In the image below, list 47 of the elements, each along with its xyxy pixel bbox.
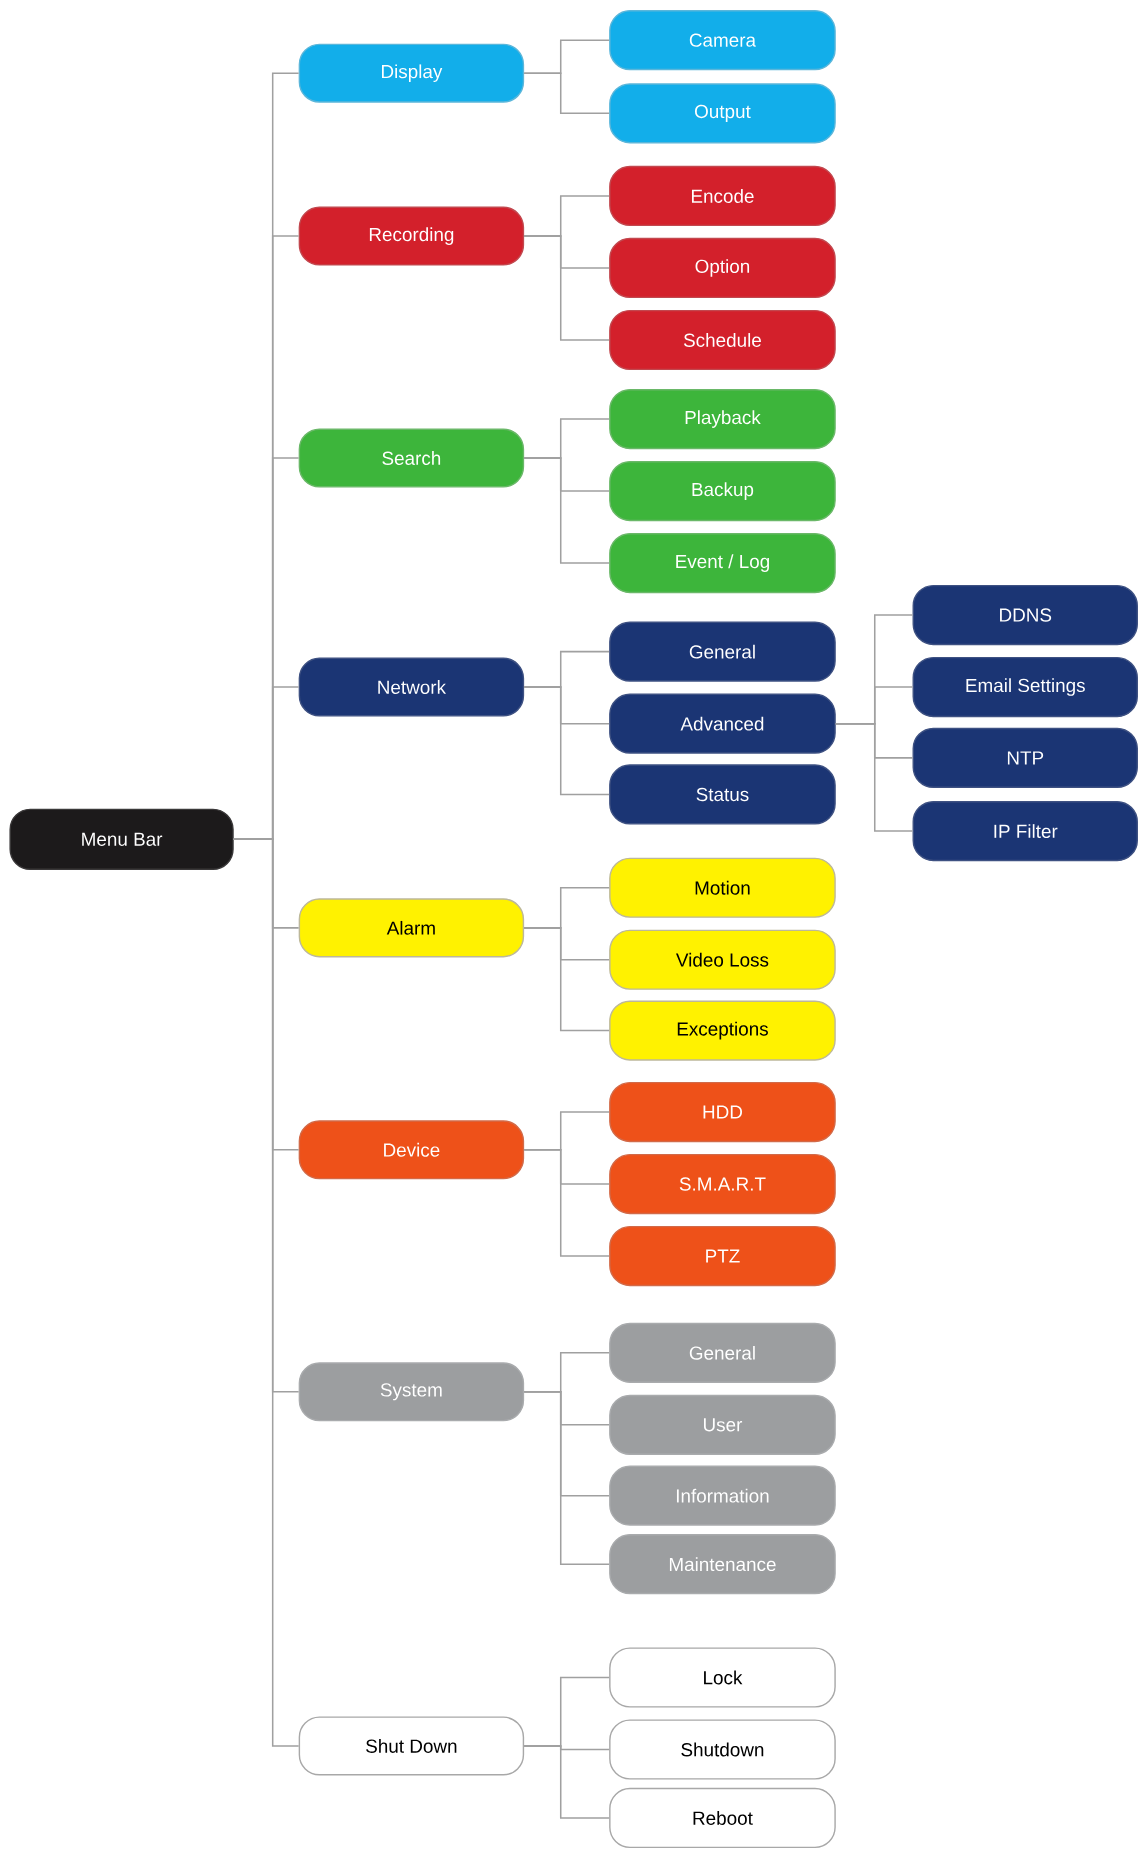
menu-item-box: Reboot bbox=[608, 1787, 836, 1849]
menu-item-box: HDD bbox=[608, 1081, 836, 1143]
menu-item-box: Playback bbox=[608, 388, 836, 450]
menu-item-box: Exceptions bbox=[608, 1000, 836, 1061]
menu-item-box: Shut Down bbox=[298, 1716, 524, 1776]
menu-item-box: Information bbox=[608, 1465, 836, 1526]
menu-item-box: PTZ bbox=[608, 1225, 836, 1287]
connector-line bbox=[232, 838, 300, 1747]
menu-item-box: Device bbox=[298, 1120, 524, 1180]
connector-line bbox=[523, 686, 610, 796]
connector-line bbox=[523, 1149, 610, 1257]
menu-item-box: Display bbox=[298, 43, 524, 103]
connector-line bbox=[834, 722, 914, 832]
connector-line bbox=[523, 1391, 610, 1565]
menu-item-box: Event / Log bbox=[608, 533, 836, 594]
menu-item-box: Shutdown bbox=[608, 1719, 836, 1780]
connector-line bbox=[523, 235, 610, 341]
menu-item-box: Status bbox=[608, 764, 836, 825]
menu-item-box: Video Loss bbox=[608, 929, 836, 990]
menu-item-box: Menu Bar bbox=[9, 808, 234, 871]
menu-item-box: Schedule bbox=[608, 309, 836, 371]
menu-item-box: NTP bbox=[912, 727, 1138, 788]
menu-item-box: Camera bbox=[608, 10, 836, 71]
menu-item-box: System bbox=[298, 1362, 524, 1422]
menu-item-box: Maintenance bbox=[608, 1534, 836, 1595]
connector-line bbox=[523, 1745, 610, 1819]
menu-item-box: IP Filter bbox=[912, 800, 1138, 862]
menu-item-box: DDNS bbox=[912, 584, 1138, 646]
menu-item-box: Network bbox=[298, 657, 524, 717]
menu-item-box: Advanced bbox=[608, 693, 836, 754]
menu-item-box: Encode bbox=[608, 165, 836, 227]
menu-item-box: General bbox=[608, 1322, 836, 1383]
connector-line bbox=[523, 927, 610, 1032]
menu-item-box: Option bbox=[608, 237, 836, 299]
menu-item-box: User bbox=[608, 1394, 836, 1455]
connector-line bbox=[523, 457, 610, 564]
menu-item-box: Search bbox=[298, 428, 524, 488]
menu-item-box: Alarm bbox=[298, 898, 524, 958]
menu-item-box: Backup bbox=[608, 461, 836, 522]
menu-item-box: S.M.A.R.T bbox=[608, 1153, 836, 1215]
connector-line bbox=[523, 72, 610, 115]
menu-item-box: Lock bbox=[608, 1647, 836, 1708]
menu-item-box: Motion bbox=[608, 857, 836, 918]
menu-item-box: Recording bbox=[298, 206, 524, 266]
menu-item-box: Output bbox=[608, 83, 836, 144]
menu-item-box: General bbox=[608, 621, 836, 682]
menu-item-box: Email Settings bbox=[912, 656, 1138, 718]
